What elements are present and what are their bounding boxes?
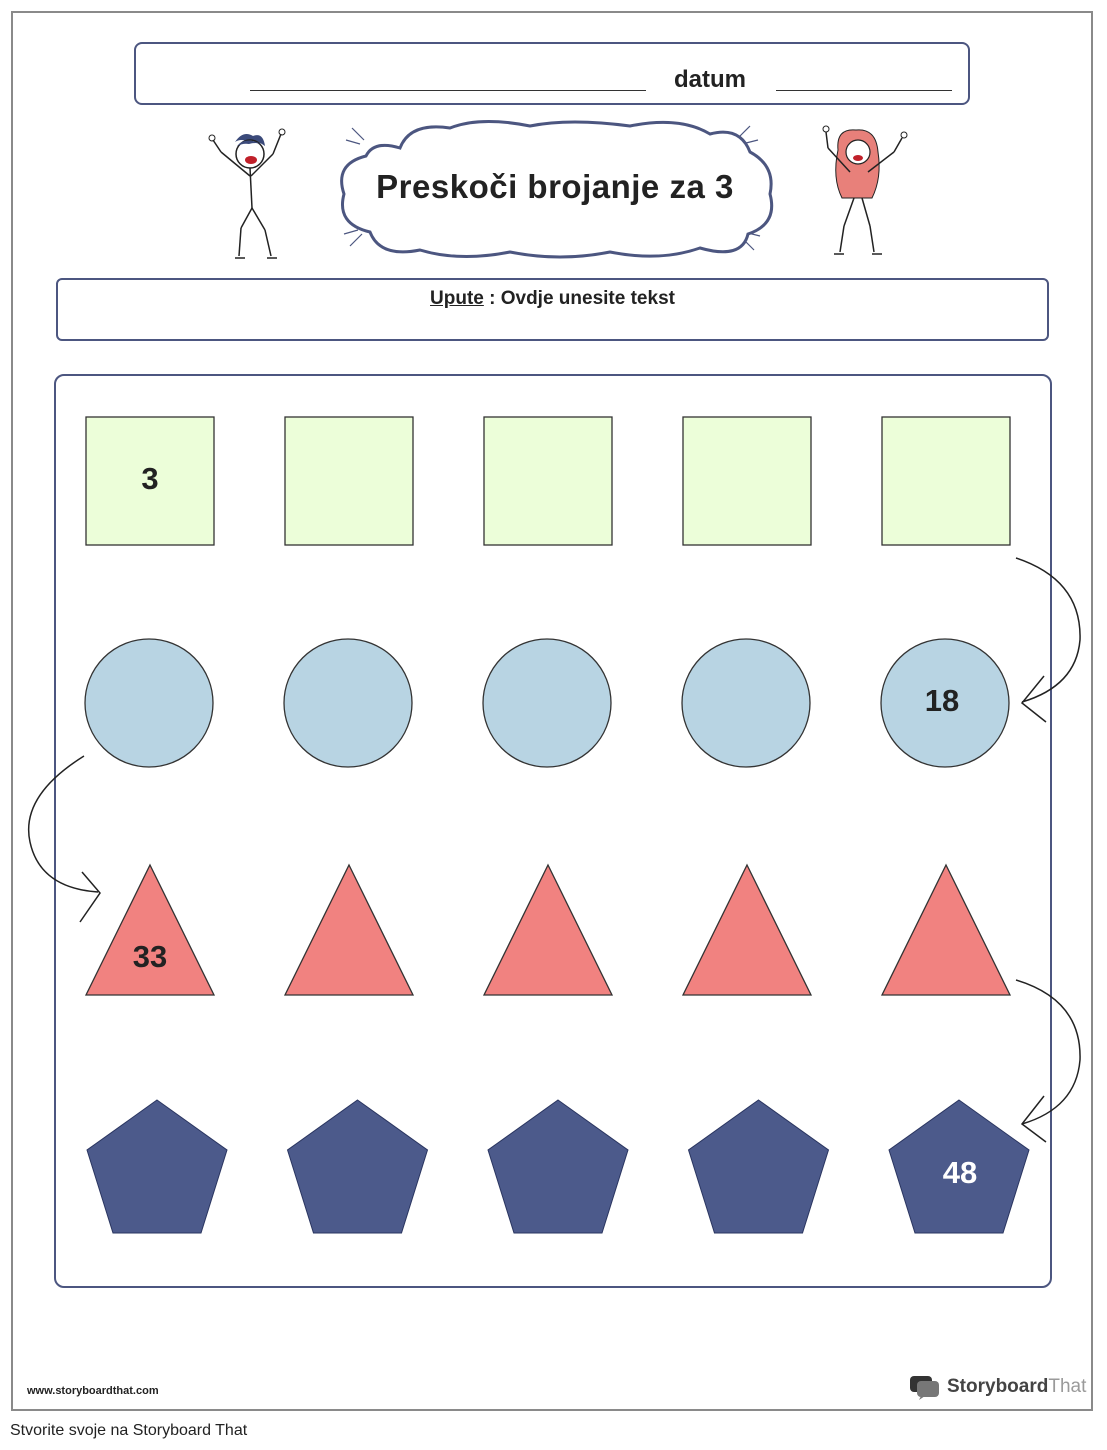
date-line[interactable]	[776, 90, 952, 91]
title-cloud-banner	[340, 120, 774, 259]
cell-value-r2-c5: 18	[925, 683, 959, 718]
square-cell-r1-c2[interactable]	[284, 416, 414, 546]
storyboard-caption[interactable]: Stvorite svoje na Storyboard That	[10, 1422, 248, 1439]
name-line[interactable]	[250, 90, 646, 91]
footer-url[interactable]: www.storyboardthat.com	[27, 1385, 159, 1397]
triangle-cell-r3-c3[interactable]	[482, 863, 614, 996]
cell-value-r4-c5: 48	[943, 1155, 977, 1190]
triangle-cell-r3-c1[interactable]	[84, 863, 216, 996]
arrow-row2-to-row3	[28, 755, 99, 893]
pentagon-cell-r4-c1[interactable]	[86, 1099, 228, 1234]
square-cell-r1-c4[interactable]	[682, 416, 812, 546]
name-date-header: datum	[134, 42, 970, 105]
cell-value-r3-c1: 33	[133, 939, 167, 974]
speech-bubble-icon	[910, 1376, 939, 1400]
instructions-label: Upute	[430, 288, 484, 309]
logo-wordmark-light: That	[1048, 1376, 1087, 1397]
worksheet-title: Preskoči brojanje za 3	[376, 168, 734, 205]
storyboardthat-logo[interactable]: StoryboardThat	[909, 1374, 1086, 1400]
arrow-row2-to-row3-head	[79, 871, 101, 923]
triangle-cell-r3-c2[interactable]	[283, 863, 415, 996]
date-label: datum	[674, 66, 746, 93]
arrow-row1-to-row2-head	[1020, 675, 1047, 723]
instructions-box: Upute : Ovdje unesite tekst	[56, 278, 1049, 341]
circle-cell-r2-c2[interactable]	[283, 638, 413, 768]
square-cell-r1-c5[interactable]	[881, 416, 1011, 546]
circle-cell-r2-c1[interactable]	[84, 638, 214, 768]
worksheet-frame	[11, 11, 1093, 1411]
pentagon-cell-r4-c3[interactable]	[487, 1099, 629, 1234]
arrow-row3-to-row4	[1015, 979, 1081, 1125]
circle-cell-r2-c4[interactable]	[681, 638, 811, 768]
circle-cell-r2-c5[interactable]	[880, 638, 1010, 768]
triangle-cell-r3-c4[interactable]	[681, 863, 813, 996]
pentagon-cell-r4-c2[interactable]	[286, 1099, 429, 1234]
cell-value-r1-c1: 3	[141, 461, 158, 496]
arrow-row1-to-row2	[1015, 557, 1081, 703]
skip-counting-panel	[54, 374, 1052, 1288]
logo-wordmark: StoryboardThat	[947, 1376, 1086, 1398]
instructions-separator: :	[483, 288, 501, 309]
instructions-line: Upute : Ovdje unesite tekst	[58, 288, 1047, 310]
circle-cell-r2-c3[interactable]	[482, 638, 612, 768]
arrow-row3-to-row4-head	[1020, 1095, 1047, 1143]
square-cell-r1-c1[interactable]	[85, 416, 215, 546]
boy-character-illustration	[208, 128, 286, 259]
girl-character-illustration	[822, 125, 908, 255]
logo-wordmark-bold: Storyboard	[947, 1376, 1049, 1397]
pentagon-cell-r4-c4[interactable]	[687, 1099, 830, 1234]
square-cell-r1-c3[interactable]	[483, 416, 613, 546]
pentagon-cell-r4-c5[interactable]	[888, 1099, 1030, 1234]
instructions-text[interactable]: Ovdje unesite tekst	[500, 288, 675, 309]
triangle-cell-r3-c5[interactable]	[880, 863, 1012, 996]
